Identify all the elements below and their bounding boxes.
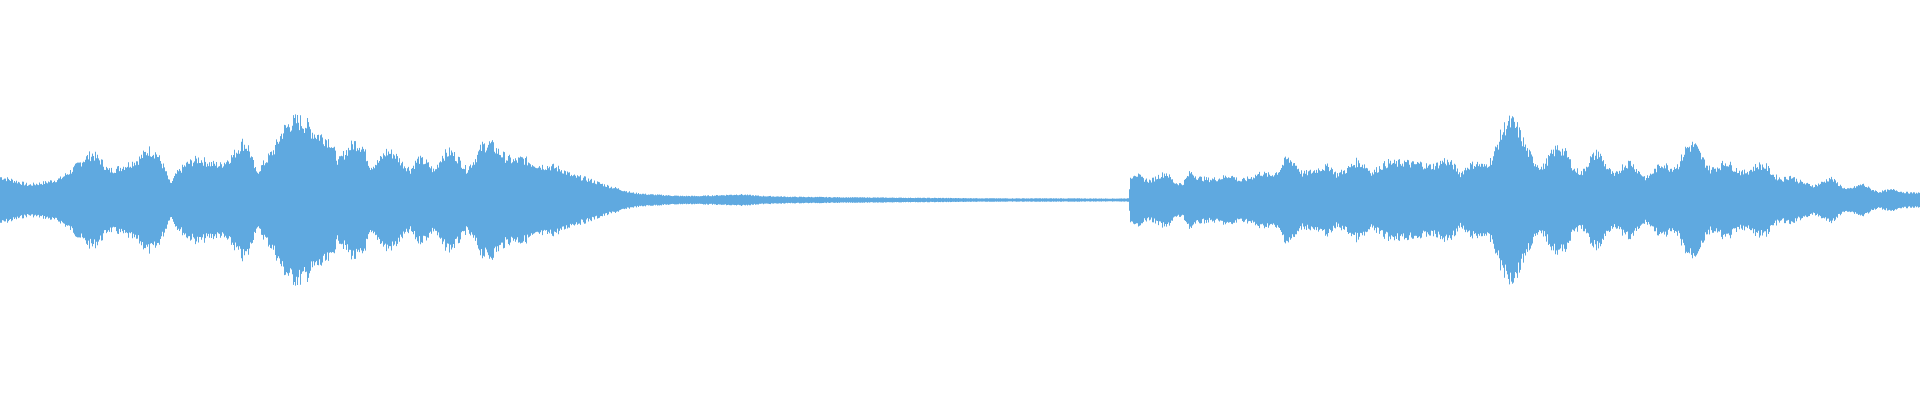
waveform-bars xyxy=(0,114,1920,286)
